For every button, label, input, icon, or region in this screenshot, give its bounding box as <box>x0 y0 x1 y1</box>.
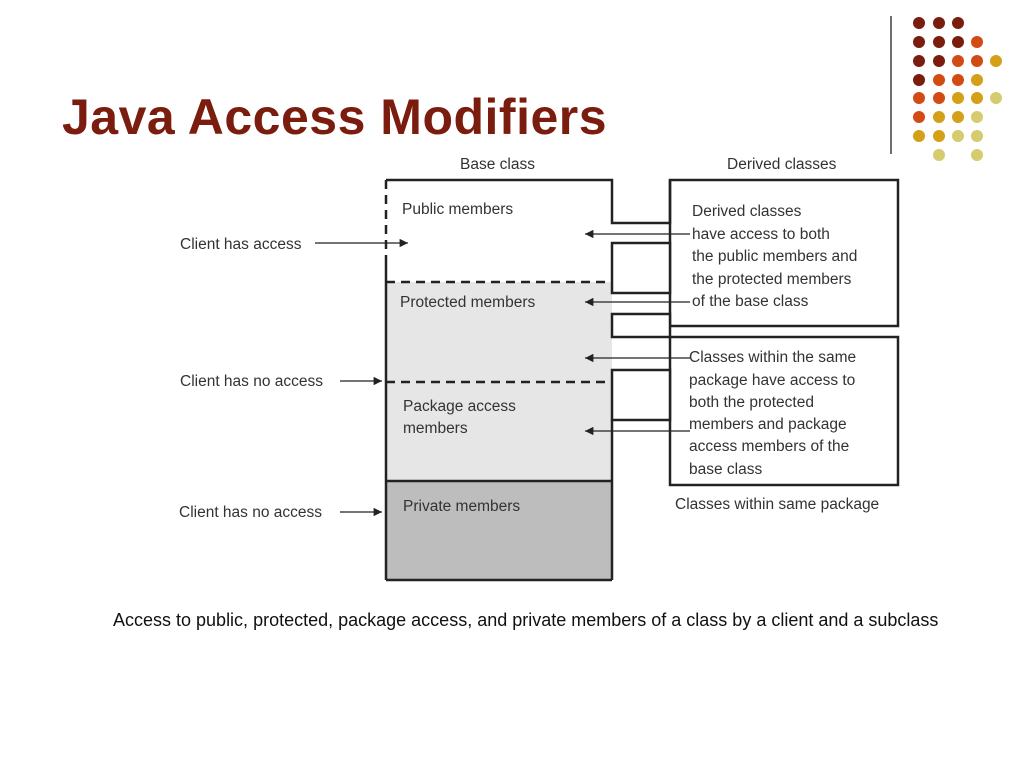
public-members-label: Public members <box>402 201 513 218</box>
base-class-label: Base class <box>460 156 535 173</box>
derived-box-text-line: the public members and <box>692 248 857 265</box>
derived-classes-label: Derived classes <box>727 156 837 173</box>
client-no-access-label: Client has no access <box>180 373 323 390</box>
decorative-dot-grid <box>913 17 1002 161</box>
package-box-text-line: package have access to <box>689 372 855 389</box>
private-members-label: Private members <box>403 498 520 515</box>
derived-box-text-line: of the base class <box>692 293 809 310</box>
private-fill <box>386 481 612 580</box>
package-box-text-line: base class <box>689 461 762 478</box>
package-box-text-line: access members of the <box>689 438 849 455</box>
slide-caption: Access to public, protected, package acc… <box>113 610 939 630</box>
derived-box-text-line: the protected members <box>692 271 852 288</box>
client-has-access-label: Client has access <box>180 236 302 253</box>
package-access-label-line2: members <box>403 420 468 437</box>
package-box-text-line: members and package <box>689 416 847 433</box>
package-box-text-line: both the protected <box>689 394 814 411</box>
slide-title: Java Access Modifiers <box>62 89 608 145</box>
client-no-access-label: Client has no access <box>179 504 322 521</box>
same-package-label: Classes within same package <box>675 496 879 513</box>
package-box-text-line: Classes within the same <box>689 349 856 366</box>
protected-members-label: Protected members <box>400 294 535 311</box>
decorative-divider <box>890 16 892 154</box>
access-diagram: Base class Derived classes Public member… <box>179 156 900 582</box>
package-access-label-line1: Package access <box>403 398 516 415</box>
derived-box-text-line: Derived classes <box>692 203 802 220</box>
derived-box-text-line: have access to both <box>692 226 830 243</box>
